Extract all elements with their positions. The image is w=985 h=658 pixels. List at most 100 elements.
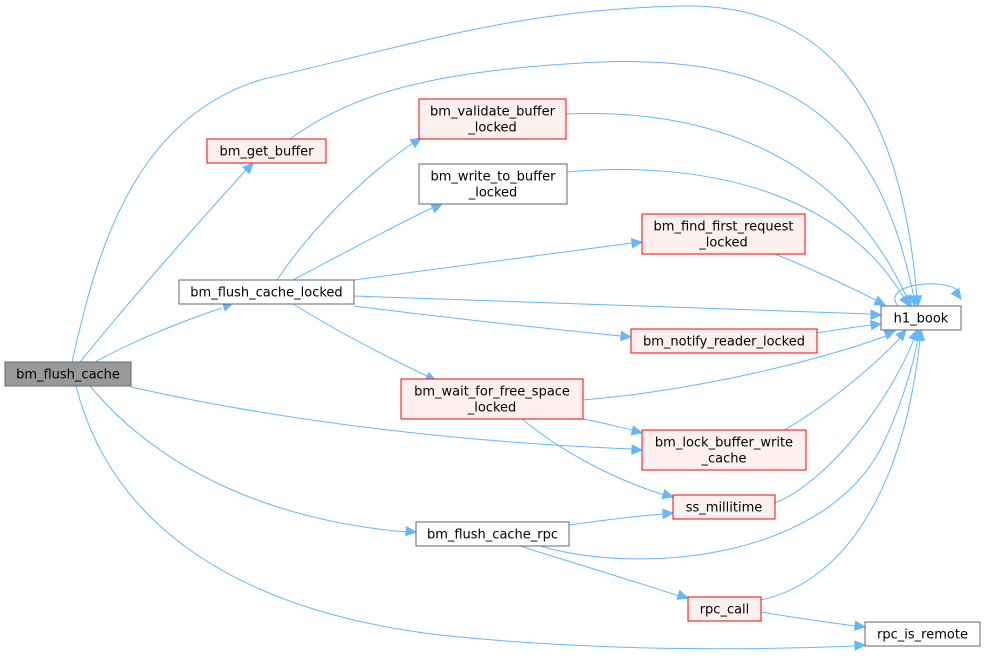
node-h1-book[interactable]: h1_book	[880, 305, 962, 331]
edge-bm-wait-for-free-space-locked-to-ss-millitime	[521, 418, 675, 499]
edge-h1-book-to-h1-book	[894, 283, 962, 307]
arrowhead	[405, 525, 418, 537]
node-bm-flush-cache[interactable]: bm_flush_cache	[4, 361, 132, 387]
node-label: _locked	[698, 236, 748, 251]
node-rpc-call[interactable]: rpc_call	[687, 596, 762, 622]
edge-bm-flush-cache-locked-to-bm-notify-reader-locked	[353, 305, 633, 342]
edge-bm-flush-cache-locked-to-h1-book	[353, 295, 883, 320]
edge-line	[760, 611, 856, 627]
edge-line	[816, 324, 872, 334]
edge-bm-flush-cache-to-rpc-is-remote	[75, 385, 867, 651]
node-bm-wait-for-free-space-locked[interactable]: bm_wait_for_free_space_locked	[400, 378, 584, 420]
node-label: rpc_is_remote	[877, 628, 968, 643]
edge-line	[582, 335, 887, 401]
arrowhead	[870, 319, 883, 331]
edge-bm-get-buffer-to-h1-book	[289, 61, 919, 308]
node-ss-millitime[interactable]: ss_millitime	[672, 494, 776, 520]
edge-line	[521, 418, 665, 496]
edge-line	[89, 385, 407, 533]
node-bm-validate-buffer-locked[interactable]: bm_validate_buffer_locked	[418, 98, 567, 140]
node-label: bm_lock_buffer_write	[655, 436, 793, 451]
node-label: bm_wait_for_free_space	[414, 385, 570, 400]
node-label: _locked	[467, 121, 517, 136]
arrowhead	[895, 329, 907, 342]
edge-line	[289, 61, 915, 299]
node-box	[630, 328, 818, 354]
edge-line	[353, 305, 622, 337]
edge-line	[774, 253, 877, 301]
arrowhead	[630, 425, 644, 436]
edge-bm-validate-buffer-locked-to-h1-book	[565, 112, 912, 308]
edge-line	[353, 295, 872, 315]
arrowhead	[661, 488, 675, 499]
node-label: h1_book	[894, 312, 949, 327]
edge-bm-flush-cache-rpc-to-rpc-call	[519, 545, 690, 600]
edge-bm-flush-cache-locked-to-bm-validate-buffer-locked	[276, 137, 423, 281]
edge-bm-flush-cache-to-bm-flush-cache-rpc	[89, 385, 418, 537]
node-box	[672, 494, 776, 520]
arrowhead	[631, 444, 644, 455]
edge-line	[582, 418, 633, 431]
node-bm-flush-cache-rpc[interactable]: bm_flush_cache_rpc	[415, 521, 570, 547]
edge-line	[894, 283, 959, 307]
arrowhead	[950, 287, 962, 300]
arrowhead	[883, 329, 897, 340]
edge-line	[353, 242, 633, 281]
edge-rpc-call-to-rpc-is-remote	[760, 611, 867, 631]
arrowhead	[620, 330, 633, 342]
node-box	[687, 596, 762, 622]
node-rpc-is-remote[interactable]: rpc_is_remote	[864, 621, 981, 647]
edge-bm-notify-reader-locked-to-h1-book	[816, 319, 883, 334]
node-label: ss_millitime	[686, 501, 763, 516]
edge-ss-millitime-to-h1-book	[774, 328, 919, 504]
node-bm-notify-reader-locked[interactable]: bm_notify_reader_locked	[630, 328, 818, 354]
node-box	[178, 279, 355, 305]
edge-line	[566, 169, 905, 299]
arrowhead	[914, 328, 926, 341]
edge-bm-lock-buffer-write-cache-to-h1-book	[783, 329, 907, 431]
arrowhead	[899, 294, 910, 308]
node-box	[206, 138, 327, 164]
edge-rpc-call-to-h1-book	[760, 328, 926, 601]
edge-line	[783, 337, 901, 431]
edge-line	[774, 338, 915, 504]
arrowhead	[873, 295, 887, 306]
node-label: rpc_call	[700, 603, 750, 618]
arrowhead	[662, 508, 675, 520]
arrowhead	[853, 620, 867, 631]
node-box	[415, 521, 570, 547]
arrowhead	[676, 589, 690, 600]
node-box	[418, 98, 567, 140]
edge-line	[79, 169, 247, 363]
arrowhead	[241, 162, 254, 175]
node-bm-flush-cache-locked[interactable]: bm_flush_cache_locked	[178, 279, 355, 305]
node-bm-lock-buffer-write-cache[interactable]: bm_lock_buffer_write_cache	[641, 429, 807, 471]
node-box	[641, 213, 806, 255]
edge-bm-write-to-buffer-locked-to-h1-book	[566, 169, 910, 308]
edge-layer	[71, 5, 962, 651]
node-label: bm_find_first_request	[654, 220, 794, 235]
edge-bm-wait-for-free-space-locked-to-h1-book	[582, 329, 897, 401]
node-box	[4, 361, 132, 387]
node-label: bm_notify_reader_locked	[643, 335, 805, 350]
edge-bm-flush-cache-locked-to-bm-write-to-buffer-locked	[292, 203, 444, 281]
edge-line	[94, 307, 223, 363]
node-bm-find-first-request-locked[interactable]: bm_find_first_request_locked	[641, 213, 806, 255]
node-label: bm_get_buffer	[219, 145, 314, 160]
arrowhead	[409, 137, 423, 149]
edge-line	[519, 545, 680, 597]
node-bm-write-to-buffer-locked[interactable]: bm_write_to_buffer_locked	[418, 163, 568, 205]
node-box	[864, 621, 981, 647]
edge-bm-wait-for-free-space-locked-to-bm-lock-buffer-write-cache	[582, 418, 644, 436]
node-label: _locked	[468, 186, 518, 201]
node-label: bm_flush_cache_rpc	[427, 528, 558, 543]
edge-bm-find-first-request-locked-to-h1-book	[774, 253, 887, 306]
edge-bm-flush-cache-locked-to-bm-wait-for-free-space-locked	[292, 303, 438, 382]
node-label: _locked	[467, 401, 517, 416]
edge-bm-flush-cache-to-bm-get-buffer	[79, 162, 254, 363]
node-bm-get-buffer[interactable]: bm_get_buffer	[206, 138, 327, 164]
node-label: bm_flush_cache	[16, 368, 120, 383]
node-layer: bm_flush_cache bm_get_buffer bm_flush_cach…	[4, 98, 981, 647]
node-label: bm_flush_cache_locked	[190, 286, 342, 301]
edge-line	[760, 338, 921, 601]
